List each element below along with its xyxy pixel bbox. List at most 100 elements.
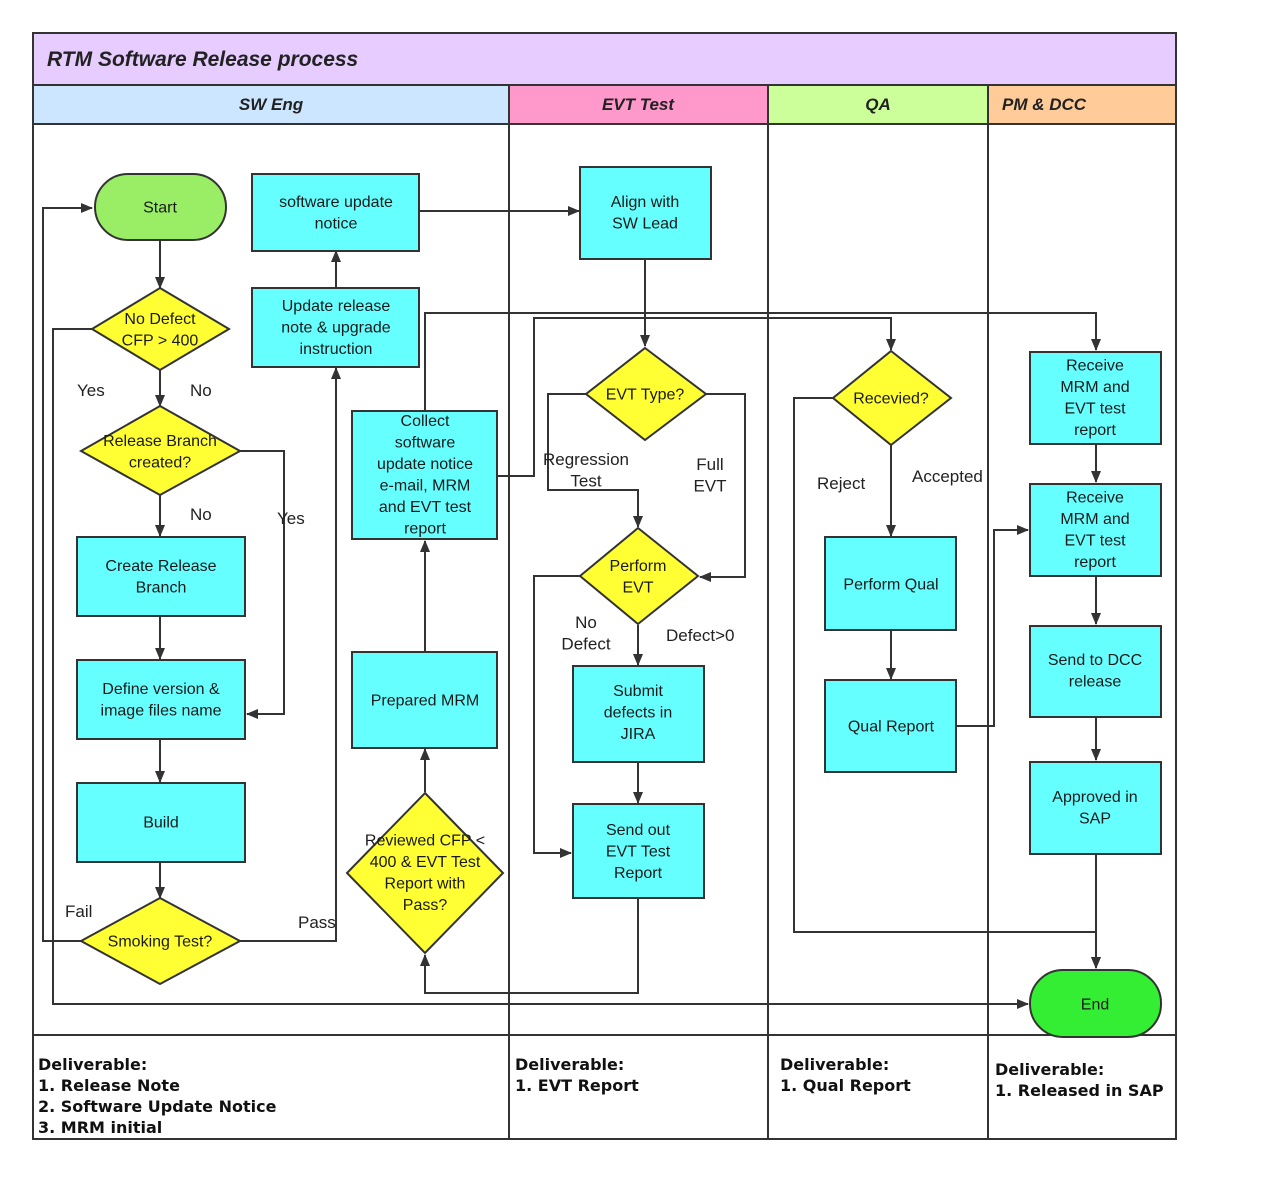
edge-send-to-reviewed	[420, 898, 639, 994]
edge-label-regression-line: Regression	[543, 450, 629, 469]
edge-label-full-evt-line: EVT	[693, 476, 726, 495]
create-release-branch-box	[76, 536, 246, 617]
start-label: Start	[143, 200, 177, 217]
lane-header-sw	[32, 84, 510, 125]
define-version-box	[76, 659, 246, 740]
submit-defects-label-line: Submit	[613, 683, 663, 700]
receive-mrm-label-2-line: report	[1074, 554, 1116, 571]
perform-qual-box	[824, 536, 957, 631]
edge-label-regression-line: Test	[570, 471, 601, 490]
receive-mrm-label-2-line: EVT test	[1064, 532, 1126, 549]
diagram-title: RTM Software Release process	[47, 48, 358, 71]
collect-label-line: software	[395, 434, 456, 451]
edge-label-no-2: No	[190, 505, 212, 524]
edge-label-no-1: No	[190, 381, 212, 400]
received-label: Recevied?	[853, 391, 929, 408]
prepared-mrm-box	[351, 651, 498, 749]
start-label-line: Start	[143, 200, 177, 217]
lane-title-evt: EVT Test	[602, 95, 675, 114]
deliverables-pm: Deliverable: 1. Released in SAP	[995, 1060, 1164, 1100]
edge-label-no-defect-line: No	[575, 613, 597, 632]
edge-label-pass: Pass	[298, 913, 336, 932]
start-terminal	[94, 173, 227, 241]
edge-evttype-regression-to-perform	[547, 393, 643, 528]
receive-mrm-box-1	[1029, 351, 1162, 445]
send-evt-report-label-line: Report	[614, 865, 663, 882]
release-branch-label-line: created?	[129, 454, 191, 471]
edge-smoking-pass-to-update	[240, 367, 341, 942]
deliverables-qa: Deliverable: 1. Qual Report	[780, 1055, 911, 1095]
update-release-note-label-line: Update release	[282, 298, 391, 315]
receive-mrm-label-1-line: report	[1074, 422, 1116, 439]
receive-mrm-label-2-line: Receive	[1066, 489, 1124, 506]
smoking-test-decision	[78, 896, 243, 986]
edge-label-no-defect-line: Defect	[561, 634, 610, 653]
reviewed-decision	[345, 791, 505, 955]
collect-box	[351, 410, 498, 540]
edge-qualreport-to-receive2	[957, 525, 1029, 727]
collect-label-line: update notice	[377, 456, 473, 473]
update-release-note-label: Update release note & upgrade instruction	[281, 298, 391, 358]
reviewed-label-line: 400 & EVT Test	[370, 854, 481, 871]
software-update-notice-box	[251, 173, 420, 252]
update-release-note-label-line: note & upgrade	[281, 320, 391, 337]
align-sw-lead-label-line: SW Lead	[612, 215, 678, 232]
software-update-notice-label-line: notice	[315, 215, 358, 232]
send-evt-report-box	[572, 803, 705, 899]
receive-mrm-label-2-line: MRM and	[1060, 511, 1129, 528]
perform-evt-decision	[578, 526, 700, 626]
reviewed-label-line: Reviewed CFP <	[365, 832, 485, 849]
approved-sap-box	[1029, 761, 1162, 855]
no-defect-decision	[90, 286, 231, 372]
end-label: End	[1081, 997, 1109, 1014]
build-label: Build	[143, 815, 179, 832]
submit-defects-box	[572, 665, 705, 763]
deliverables-pm-line: 1. Released in SAP	[995, 1081, 1164, 1100]
deliverables-qa-line: Deliverable:	[780, 1055, 889, 1074]
deliverables-pm-line: Deliverable:	[995, 1060, 1104, 1079]
evt-type-label-line: EVT Type?	[606, 387, 685, 404]
prepared-mrm-label-line: Prepared MRM	[371, 693, 479, 710]
edge-label-fail: Fail	[65, 902, 92, 921]
edge-label-accepted: Accepted	[912, 467, 983, 486]
perform-evt-label-line: Perform	[610, 558, 667, 575]
no-defect-label-line: No Defect	[124, 311, 196, 328]
deliverables-sw-line: 3. MRM initial	[38, 1118, 162, 1137]
update-release-note-label-line: instruction	[300, 341, 373, 358]
software-update-notice-label-line: software update	[279, 194, 393, 211]
align-sw-lead-label-line: Align with	[611, 194, 679, 211]
no-defect-label-line: CFP > 400	[122, 332, 199, 349]
create-release-branch-label-line: Branch	[136, 579, 187, 596]
qual-report-label: Qual Report	[848, 719, 935, 736]
send-to-dcc-box	[1029, 625, 1162, 718]
smoking-test-label-line: Smoking Test?	[108, 934, 213, 951]
approved-sap-label-line: SAP	[1079, 810, 1111, 827]
qual-report-box	[824, 679, 957, 773]
received-label-line: Recevied?	[853, 391, 929, 408]
approved-sap-label-line: Approved in	[1052, 789, 1137, 806]
collect-label-line: Collect	[401, 413, 450, 430]
send-to-dcc-label-line: Send to DCC	[1048, 652, 1142, 669]
update-release-note-box	[251, 287, 420, 368]
edge-nodefect-yes-to-end	[52, 328, 1029, 1009]
evt-type-label: EVT Type?	[606, 387, 685, 404]
receive-mrm-label-1-line: Receive	[1066, 357, 1124, 374]
collect-label-line: and EVT test	[379, 499, 472, 516]
end-label-line: End	[1081, 997, 1109, 1014]
align-sw-lead-label: Align with SW Lead	[611, 194, 679, 233]
deliverables-qa-line: 1. Qual Report	[780, 1076, 911, 1095]
receive-mrm-box-2	[1029, 483, 1162, 577]
